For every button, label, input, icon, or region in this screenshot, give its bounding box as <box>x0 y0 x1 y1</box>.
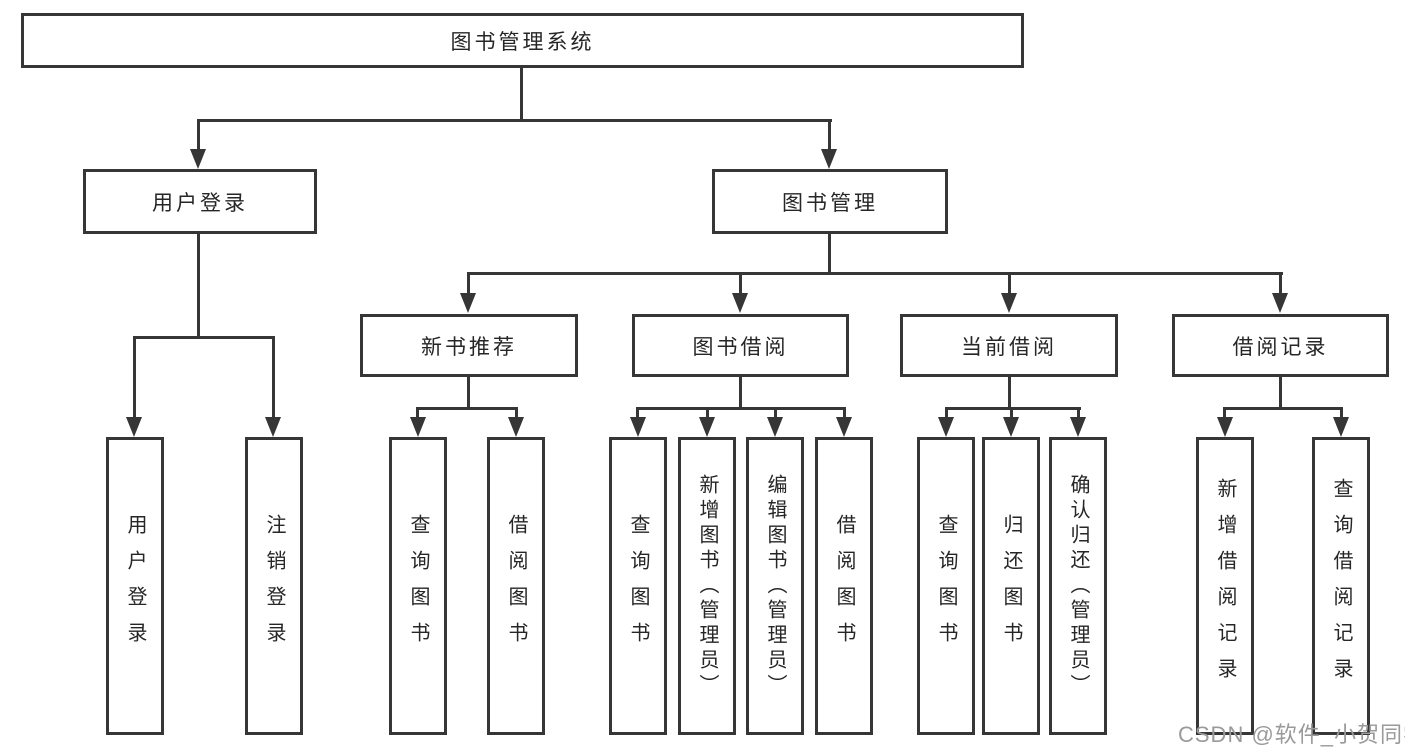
arrow-down-icon <box>630 417 646 437</box>
connector-shaft <box>467 272 470 295</box>
connector-shaft <box>1279 272 1282 295</box>
arrow-down-icon <box>126 417 142 437</box>
leaf-add-borrow-record: 新增借阅记录 <box>1196 437 1254 735</box>
connector-new-book-rail <box>416 407 518 410</box>
connector-shaft <box>739 272 742 295</box>
leaf-edit-books-admin-label: 编辑图书（管理员） <box>764 473 786 699</box>
node-root: 图书管理系统 <box>21 13 1024 68</box>
arrow-down-icon <box>1001 293 1017 313</box>
arrow-down-icon <box>508 417 524 437</box>
arrow-down-icon <box>836 417 852 437</box>
connector-shaft <box>636 407 639 421</box>
node-book-borrow: 图书借阅 <box>632 314 849 377</box>
arrow-down-icon <box>732 293 748 313</box>
connector-book-borrow-rail <box>636 407 846 410</box>
connector-shaft <box>133 336 136 419</box>
leaf-query-books-2-label: 查询图书 <box>627 514 649 658</box>
leaf-edit-books-admin: 编辑图书（管理员） <box>746 437 804 735</box>
connector-shaft <box>706 407 709 421</box>
connector-current-borrow-trunk <box>1008 377 1011 409</box>
leaf-borrow-books-1-label: 借阅图书 <box>505 514 527 658</box>
connector-book-management-trunk <box>828 234 831 274</box>
connector-shaft <box>1340 407 1343 421</box>
leaf-confirm-return-admin: 确认归还（管理员） <box>1049 437 1107 735</box>
node-new-book-recommend-label: 新书推荐 <box>421 335 517 359</box>
node-borrow-records-label: 借阅记录 <box>1232 335 1329 359</box>
leaf-logout: 注销登录 <box>245 437 303 735</box>
leaf-confirm-return-admin-label: 确认归还（管理员） <box>1067 473 1089 699</box>
connector-shaft <box>1077 407 1080 421</box>
arrow-down-icon <box>1070 417 1086 437</box>
connector-current-borrow-rail <box>945 407 1081 410</box>
arrow-down-icon <box>938 417 954 437</box>
node-book-borrow-label: 图书借阅 <box>692 335 789 359</box>
arrow-down-icon <box>821 149 837 169</box>
leaf-add-books-admin-label: 新增图书（管理员） <box>696 473 718 699</box>
leaf-query-books-2: 查询图书 <box>609 437 667 735</box>
leaf-query-books-3: 查询图书 <box>917 437 975 735</box>
connector-borrow-records-rail <box>1223 407 1343 410</box>
connector-shaft <box>945 407 948 421</box>
node-current-borrow-label: 当前借阅 <box>961 335 1057 359</box>
connector-user-login-trunk <box>197 234 200 336</box>
arrow-down-icon <box>699 417 715 437</box>
connector-user-login-rail <box>133 336 275 339</box>
connector-shaft <box>515 407 518 421</box>
node-book-management: 图书管理 <box>712 169 948 234</box>
arrow-down-icon <box>410 417 426 437</box>
connector-level2-rail <box>197 119 832 122</box>
node-user-login: 用户登录 <box>83 169 317 234</box>
leaf-query-books-3-label: 查询图书 <box>935 514 957 658</box>
node-book-management-label: 图书管理 <box>782 191 878 215</box>
connector-shaft <box>1008 272 1011 295</box>
arrow-down-icon <box>1003 417 1019 437</box>
leaf-user-login: 用户登录 <box>106 437 164 735</box>
leaf-user-login-label: 用户登录 <box>124 514 146 658</box>
connector-borrow-records-trunk <box>1279 377 1282 409</box>
arrow-down-icon <box>1333 417 1349 437</box>
leaf-add-borrow-record-label: 新增借阅记录 <box>1214 478 1236 694</box>
node-borrow-records: 借阅记录 <box>1172 314 1389 377</box>
arrow-down-icon <box>1217 417 1233 437</box>
arrow-down-icon <box>1272 293 1288 313</box>
leaf-add-books-admin: 新增图书（管理员） <box>678 437 736 735</box>
connector-shaft <box>828 119 831 151</box>
connector-new-book-trunk <box>467 377 470 409</box>
arrow-down-icon <box>265 417 281 437</box>
leaf-borrow-books-1: 借阅图书 <box>487 437 545 735</box>
arrow-down-icon <box>460 293 476 313</box>
leaf-borrow-books-2: 借阅图书 <box>815 437 873 735</box>
leaf-query-books-1: 查询图书 <box>389 437 447 735</box>
connector-shaft <box>197 119 200 151</box>
arrow-down-icon <box>190 149 206 169</box>
connector-shaft <box>1010 407 1013 421</box>
csdn-watermark: CSDN @软件_小贺同学 <box>1178 722 1405 747</box>
leaf-query-borrow-record-label: 查询借阅记录 <box>1330 478 1352 694</box>
connector-book-borrow-trunk <box>739 377 742 409</box>
connector-root-trunk <box>520 68 523 119</box>
node-current-borrow: 当前借阅 <box>900 314 1118 377</box>
connector-shaft <box>843 407 846 421</box>
connector-shaft <box>1223 407 1226 421</box>
leaf-borrow-books-2-label: 借阅图书 <box>833 514 855 658</box>
leaf-logout-label: 注销登录 <box>263 514 285 658</box>
leaf-query-borrow-record: 查询借阅记录 <box>1312 437 1370 735</box>
connector-shaft <box>774 407 777 421</box>
leaf-return-books-label: 归还图书 <box>1000 514 1022 658</box>
node-user-login-label: 用户登录 <box>152 191 248 215</box>
node-root-label: 图书管理系统 <box>450 30 595 54</box>
arrow-down-icon <box>767 417 783 437</box>
leaf-return-books: 归还图书 <box>982 437 1040 735</box>
connector-shaft <box>272 336 275 419</box>
leaf-query-books-1-label: 查询图书 <box>407 514 429 658</box>
node-new-book-recommend: 新书推荐 <box>360 314 578 377</box>
connector-level3-rail <box>467 272 1283 275</box>
connector-shaft <box>416 407 419 421</box>
